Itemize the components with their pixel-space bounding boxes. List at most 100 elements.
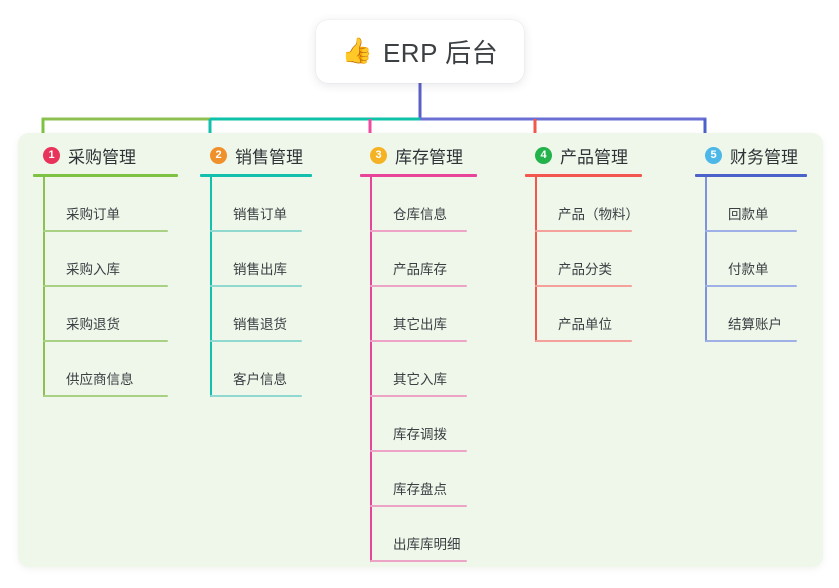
branch-column-1: 1 采购管理采购订单采购入库采购退货供应商信息 (33, 133, 178, 397)
branch-leaf-list: 产品（物料） 产品分类产品单位 (525, 177, 642, 342)
leaf-item[interactable]: 仓库信息 (360, 177, 477, 232)
leaf-item-label: 其它入库 (393, 372, 447, 387)
leaf-item-label: 库存调拨 (393, 427, 447, 442)
leaf-item-label: 客户信息 (233, 372, 287, 387)
root-node[interactable]: 👍 ERP 后台 (316, 20, 524, 83)
leaf-item[interactable]: 付款单 (695, 232, 807, 287)
leaf-item[interactable]: 产品库存 (360, 232, 477, 287)
leaf-item-label: 供应商信息 (66, 372, 134, 387)
leaf-item[interactable]: 库存盘点 (360, 452, 477, 507)
branch-title: 销售管理 (235, 147, 303, 167)
branch-column-3: 3 库存管理仓库信息产品库存其它出库其它入库库存调拨库存盘点出库库明细 (360, 133, 477, 562)
branch-number-badge: 5 (705, 146, 722, 164)
branch-header-underline (525, 174, 642, 177)
leaf-item-underline (370, 230, 467, 232)
leaf-item-underline (210, 395, 302, 397)
branch-number-badge: 1 (43, 146, 60, 164)
leaf-item[interactable]: 库存调拨 (360, 397, 477, 452)
branch-spine (43, 177, 45, 397)
leaf-item-label: 付款单 (728, 262, 769, 277)
leaf-item-label: 采购退货 (66, 317, 120, 332)
leaf-item[interactable]: 出库库明细 (360, 507, 477, 562)
branch-number-badge: 3 (370, 146, 387, 164)
leaf-item[interactable]: 产品（物料） (525, 177, 642, 232)
branch-column-4: 4 产品管理产品（物料） 产品分类产品单位 (525, 133, 642, 342)
leaf-item-underline (370, 505, 467, 507)
leaf-item-label: 出库库明细 (393, 537, 461, 552)
branch-header-underline (695, 174, 807, 177)
leaf-item-underline (705, 285, 797, 287)
leaf-item-label: 仓库信息 (393, 207, 447, 222)
branch-header-1[interactable]: 1 采购管理 (33, 133, 178, 177)
leaf-item[interactable]: 销售退货 (200, 287, 312, 342)
branch-header-2[interactable]: 2 销售管理 (200, 133, 312, 177)
leaf-item-underline (370, 450, 467, 452)
leaf-item-underline (210, 285, 302, 287)
leaf-item-underline (535, 340, 632, 342)
branch-spine (705, 177, 707, 342)
branch-spine (370, 177, 372, 562)
leaf-item-underline (43, 340, 168, 342)
leaf-item[interactable]: 回款单 (695, 177, 807, 232)
thumbs-up-icon: 👍 (341, 37, 373, 65)
leaf-item-label: 回款单 (728, 207, 769, 222)
leaf-item-underline (705, 340, 797, 342)
leaf-item-label: 产品库存 (393, 262, 447, 277)
leaf-item[interactable]: 客户信息 (200, 342, 312, 397)
leaf-item-label: 库存盘点 (393, 482, 447, 497)
branch-leaf-list: 仓库信息产品库存其它出库其它入库库存调拨库存盘点出库库明细 (360, 177, 477, 562)
leaf-item-label: 其它出库 (393, 317, 447, 332)
branch-title: 采购管理 (68, 147, 136, 167)
leaf-item-underline (43, 395, 168, 397)
branch-title: 财务管理 (730, 147, 798, 167)
leaf-item[interactable]: 采购订单 (33, 177, 178, 232)
branch-leaf-list: 回款单付款单结算账户 (695, 177, 807, 342)
branch-column-5: 5 财务管理回款单付款单结算账户 (695, 133, 807, 342)
branch-leaf-list: 销售订单销售出库销售退货客户信息 (200, 177, 312, 397)
leaf-item-label: 产品分类 (558, 262, 612, 277)
leaf-item-underline (370, 340, 467, 342)
leaf-item[interactable]: 其它出库 (360, 287, 477, 342)
leaf-item-underline (370, 285, 467, 287)
leaf-item-label: 采购入库 (66, 262, 120, 277)
leaf-item-label: 产品单位 (558, 317, 612, 332)
branch-title: 产品管理 (560, 147, 628, 167)
leaf-item[interactable]: 销售出库 (200, 232, 312, 287)
branch-header-4[interactable]: 4 产品管理 (525, 133, 642, 177)
branch-spine (210, 177, 212, 397)
leaf-item-underline (535, 285, 632, 287)
root-node-title: ERP 后台 (382, 38, 499, 68)
leaf-item[interactable]: 采购入库 (33, 232, 178, 287)
leaf-item-underline (370, 560, 467, 562)
leaf-item-label: 产品（物料） (558, 207, 639, 222)
leaf-item-label: 销售退货 (233, 317, 287, 332)
leaf-item-label: 结算账户 (728, 317, 782, 332)
branch-leaf-list: 采购订单采购入库采购退货供应商信息 (33, 177, 178, 397)
branch-title: 库存管理 (395, 147, 463, 167)
branch-column-2: 2 销售管理销售订单销售出库销售退货客户信息 (200, 133, 312, 397)
leaf-item[interactable]: 产品分类 (525, 232, 642, 287)
leaf-item[interactable]: 供应商信息 (33, 342, 178, 397)
leaf-item[interactable]: 采购退货 (33, 287, 178, 342)
leaf-item-underline (705, 230, 797, 232)
leaf-item-label: 采购订单 (66, 207, 120, 222)
leaf-item-label: 销售订单 (233, 207, 287, 222)
leaf-item[interactable]: 其它入库 (360, 342, 477, 397)
leaf-item[interactable]: 销售订单 (200, 177, 312, 232)
leaf-item-label: 销售出库 (233, 262, 287, 277)
branch-header-3[interactable]: 3 库存管理 (360, 133, 477, 177)
branches-panel: 1 采购管理采购订单采购入库采购退货供应商信息 2 销售管理销售订单销售出库销售退货客… (18, 133, 823, 567)
branch-header-underline (200, 174, 312, 177)
leaf-item-underline (43, 285, 168, 287)
branch-number-badge: 4 (535, 146, 552, 164)
leaf-item-underline (210, 230, 302, 232)
branch-header-underline (360, 174, 477, 177)
branch-number-badge: 2 (210, 146, 227, 164)
branch-header-underline (33, 174, 178, 177)
leaf-item-underline (210, 340, 302, 342)
leaf-item[interactable]: 产品单位 (525, 287, 642, 342)
leaf-item-underline (370, 395, 467, 397)
leaf-item[interactable]: 结算账户 (695, 287, 807, 342)
branch-header-5[interactable]: 5 财务管理 (695, 133, 807, 177)
